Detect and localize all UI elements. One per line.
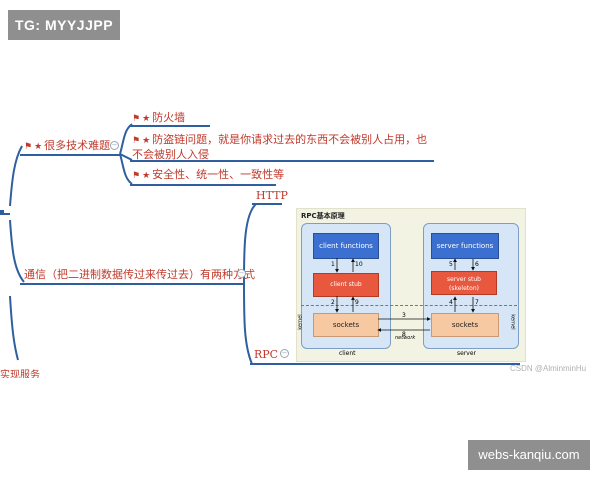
- client-side-label: client: [339, 350, 356, 357]
- server-skeleton-label: (skeleton): [449, 285, 479, 292]
- step-3: 3: [402, 312, 406, 319]
- child-firewall-label: 防火墙: [152, 111, 186, 124]
- step-10: 10: [355, 261, 363, 268]
- child-firewall-underline: [130, 125, 210, 127]
- server-stub-label: server stub: [447, 276, 481, 283]
- network-label: network: [395, 335, 416, 341]
- star-icon: ★: [142, 114, 151, 124]
- collapse-transfer-icon[interactable]: −: [237, 269, 246, 278]
- child-security[interactable]: ⚑★安全性、统一性、一致性等: [132, 168, 284, 183]
- step-9: 9: [355, 299, 359, 306]
- child-hotlink-label: 防盗链问题，就是你请求过去的东西不会被别人占用，也不会被别人入侵: [132, 133, 428, 161]
- rpc-figure: RPC基本原理 client functions client stub soc…: [296, 208, 526, 362]
- star-icon: ★: [34, 142, 43, 152]
- kernel-label-server: kernel: [509, 314, 516, 330]
- collapse-difficulties-icon[interactable]: −: [110, 141, 119, 150]
- cut-off-node: 实现服务: [0, 370, 40, 378]
- branch-difficulties[interactable]: ⚑★很多技术难题: [24, 139, 110, 154]
- branch-difficulties-underline: [20, 154, 120, 156]
- flag-icon: ⚑: [24, 142, 33, 152]
- child-hotlink-underline: [130, 160, 434, 162]
- branch-transfer[interactable]: 通信（把二进制数据传过来传过去）有两种方式: [24, 268, 255, 282]
- child-security-underline: [130, 184, 276, 186]
- rpc-figure-title: RPC基本原理: [301, 212, 345, 220]
- step-4: 4: [449, 299, 453, 306]
- flag-icon: ⚑: [132, 136, 141, 146]
- child-hotlink[interactable]: ⚑★防盗链问题，就是你请求过去的东西不会被别人占用，也不会被别人入侵: [132, 133, 428, 162]
- client-stub-box: client stub: [313, 273, 379, 297]
- flag-icon: ⚑: [132, 114, 141, 124]
- child-rpc[interactable]: RPC: [254, 348, 279, 361]
- csdn-credit: CSDN @AlminminHu: [510, 364, 587, 373]
- child-firewall[interactable]: ⚑★防火墙: [132, 111, 185, 126]
- kernel-label-client: kernel: [297, 314, 304, 330]
- child-http-underline: [252, 203, 282, 205]
- server-stub-box: server stub (skeleton): [431, 271, 497, 295]
- child-http[interactable]: HTTP: [256, 189, 288, 202]
- site-watermark: webs-kanqiu.com: [468, 440, 590, 470]
- server-sockets-box: sockets: [431, 313, 499, 337]
- step-7: 7: [475, 299, 479, 306]
- rpc-arrows: [335, 258, 475, 332]
- flag-icon: ⚑: [132, 171, 141, 181]
- branch-transfer-underline: [20, 283, 244, 285]
- star-icon: ★: [142, 171, 151, 181]
- server-side-label: server: [457, 350, 476, 357]
- tg-tag: TG: MYYJJPP: [8, 10, 120, 40]
- star-icon: ★: [142, 136, 151, 146]
- step-5: 5: [449, 261, 453, 268]
- child-rpc-underline: [250, 363, 520, 365]
- step-6: 6: [475, 261, 479, 268]
- kernel-boundary: [301, 305, 517, 306]
- step-8: 8: [402, 331, 406, 338]
- left-stub-marker: [0, 210, 4, 214]
- client-sockets-box: sockets: [313, 313, 379, 337]
- client-functions-box: client functions: [313, 233, 379, 259]
- child-security-label: 安全性、统一性、一致性等: [152, 168, 285, 181]
- branch-difficulties-label: 很多技术难题: [44, 139, 111, 152]
- collapse-rpc-icon[interactable]: −: [280, 349, 289, 358]
- step-1: 1: [331, 261, 335, 268]
- server-functions-box: server functions: [431, 233, 499, 259]
- branch-transfer-label: 通信（把二进制数据传过来传过去）有两种方式: [24, 268, 255, 281]
- step-2: 2: [331, 299, 335, 306]
